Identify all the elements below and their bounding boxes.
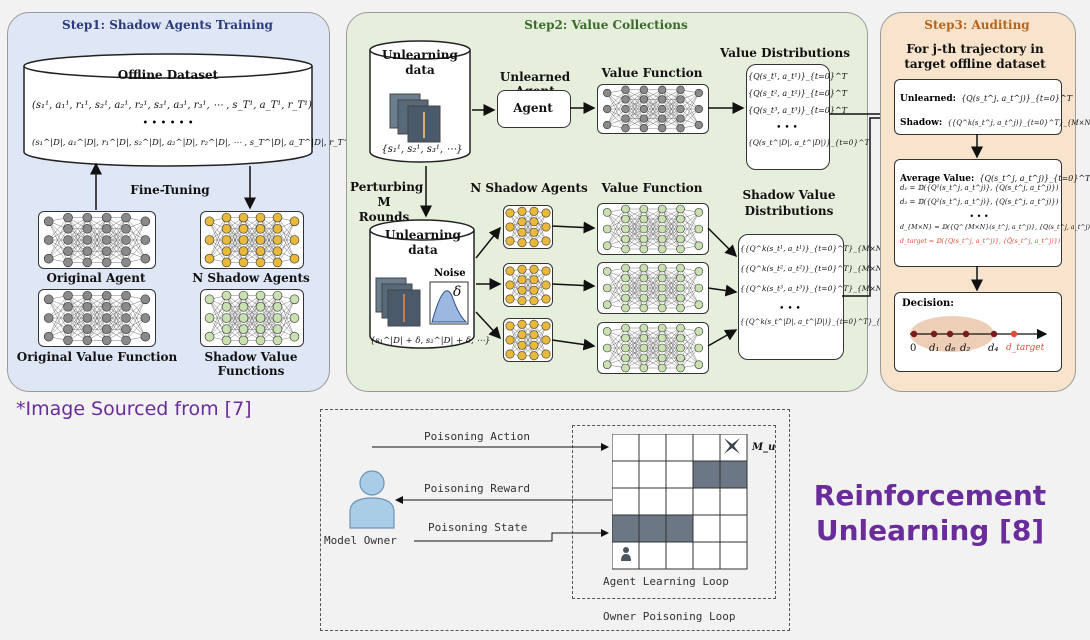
axis-label-0: 0 bbox=[910, 343, 917, 354]
agent-learning-loop-box bbox=[572, 425, 776, 599]
title-line-1: Reinforcement bbox=[813, 479, 1047, 512]
title-line-2: Unlearning [8] bbox=[815, 514, 1045, 547]
offline-dataset-cylinder bbox=[23, 53, 313, 167]
unlearning-data-label-bottom: Unlearning data bbox=[385, 228, 461, 257]
agent-icon bbox=[621, 547, 631, 561]
value-function-label-top: Value Function bbox=[601, 66, 703, 80]
dataset-row-1: (s₁¹, a₁¹, r₁¹, s₂¹, a₂¹, r₂¹, s₃¹, a₃¹,… bbox=[32, 100, 312, 111]
shadow-agents-label: N Shadow Agents bbox=[192, 271, 310, 285]
model-owner-icon bbox=[349, 470, 395, 529]
distance-dots: • • • bbox=[969, 212, 989, 221]
agent-learning-loop-label: Agent Learning Loop bbox=[603, 575, 729, 588]
svd-item: {{Q^k(s_t³, a_t³)}_{t=0}^T}_{M×N} bbox=[740, 284, 888, 293]
unlearned-expr: {Q(s_t^j, a_t^j)}_{t=0}^T bbox=[961, 94, 1073, 103]
average-expr: {Q(s_t^j, a_t^j)}_{t=0}^T bbox=[979, 174, 1090, 183]
average-label: Average Value: bbox=[900, 174, 975, 184]
vd-item: {Q(s_t³, a_t³)}_{t=0}^T bbox=[748, 106, 848, 115]
dataset-dots: • • • • • • bbox=[142, 118, 194, 129]
svd-item: {{Q^k(s_t¹, a_t¹)}_{t=0}^T}_{M×N} bbox=[740, 244, 888, 253]
vd-item: {Q(s_t¹, a_t¹)}_{t=0}^T bbox=[748, 72, 848, 81]
axis-label-d2: d₂ bbox=[960, 343, 971, 354]
reinforcement-unlearning-title: Reinforcement Unlearning [8] bbox=[800, 478, 1060, 548]
image-source-caption: *Image Sourced from [7] bbox=[16, 398, 252, 420]
unlearned-label: Unlearned: bbox=[900, 94, 956, 104]
step3-shadow-row: Shadow: {{Q^k(s_t^j, a_t^j)}_{t=0}^T}_{M… bbox=[900, 110, 1090, 129]
svd-item: {{Q^k(s_t^|D|, a_t^|D|)}_{t=0}^T}_{M×N} bbox=[740, 318, 904, 326]
shadow-value-function-network bbox=[597, 203, 709, 255]
step3-subtitle: For j-th trajectory in target offline da… bbox=[904, 42, 1046, 71]
poisoning-action-label: Poisoning Action bbox=[424, 430, 530, 443]
distance-line: d₂ = 𝔻({Q²(s_t^j, a_t^j)}, {Q(s_t^j, a_t… bbox=[900, 198, 1059, 206]
axis-label-d6: d₆ bbox=[945, 343, 956, 354]
step1-arrows bbox=[90, 162, 256, 210]
owner-poisoning-loop-label: Owner Poisoning Loop bbox=[603, 610, 736, 623]
axis-label-d1: d₁ bbox=[929, 343, 940, 354]
decision-axis bbox=[910, 316, 1048, 352]
decision-label: Decision: bbox=[902, 298, 954, 309]
step3-arrows bbox=[971, 134, 983, 292]
distance-line: d₁ = 𝔻({Q¹(s_t^j, a_t^j)}, {Q(s_t^j, a_t… bbox=[900, 184, 1059, 192]
shadow-agents-network bbox=[200, 211, 304, 269]
value-function-network-top bbox=[597, 84, 709, 134]
original-value-function-network bbox=[38, 289, 156, 347]
value-distributions-box bbox=[746, 64, 830, 170]
shadow-agent-network bbox=[503, 263, 553, 307]
vd-item: {Q(s_t^|D|, a_t^|D|)}_{t=0}^T bbox=[748, 138, 870, 147]
unlearning-data-label-top: Unlearning data bbox=[382, 48, 458, 77]
svd-dots: • • • bbox=[779, 304, 801, 314]
agent-box-label: Agent bbox=[513, 101, 553, 115]
vd-dots: • • • bbox=[776, 123, 798, 133]
step3-distances-box bbox=[894, 159, 1062, 267]
step2-title: Step2: Value Collections bbox=[524, 18, 688, 32]
unlearning-data-cylinder-bottom bbox=[369, 219, 475, 349]
original-agent-label: Original Agent bbox=[46, 271, 146, 285]
noise-label: Noise bbox=[434, 268, 466, 279]
shadow-value-distributions-box bbox=[738, 234, 844, 360]
perturbed-states: {s₁^|D| + δ, s₂^|D| + δ, ⋯} bbox=[370, 336, 491, 346]
shadow-agents-label-step2: N Shadow Agents bbox=[470, 181, 588, 195]
fine-tuning-label: Fine-Tuning bbox=[130, 183, 210, 197]
step3-inputs-box bbox=[894, 79, 1062, 135]
poisoning-state-label: Poisoning State bbox=[428, 521, 528, 534]
svd-item: {{Q^k(s_t², a_t²)}_{t=0}^T}_{M×N} bbox=[740, 264, 888, 273]
step3-unlearned-row: Unlearned: {Q(s_t^j, a_t^j)}_{t=0}^T bbox=[900, 86, 1072, 105]
shadow-value-functions-label: Shadow Value Functions bbox=[204, 350, 298, 378]
shadow-expr: {{Q^k(s_t^j, a_t^j)}_{t=0}^T}_{M×N} bbox=[947, 119, 1090, 127]
distance-line: d_{M×N} = 𝔻({Q^{M×N}(s_t^j, a_t^j)}, {Q(… bbox=[900, 224, 1090, 231]
target-icon bbox=[724, 438, 740, 454]
original-agent-network bbox=[38, 211, 156, 269]
value-distributions-label: Value Distributions bbox=[720, 46, 850, 60]
shadow-value-function-network bbox=[597, 262, 709, 314]
dataset-row-2: (s₁^|D|, a₁^|D|, r₁^|D|, s₂^|D|, a₂^|D|,… bbox=[32, 138, 367, 148]
mu-label: M_u bbox=[752, 442, 776, 453]
delta-label: δ bbox=[453, 284, 462, 300]
unlearning-states: {s₁¹, s₂¹, s₃¹, ⋯} bbox=[381, 144, 463, 155]
shadow-agent-network bbox=[503, 318, 553, 362]
step3-average-row: Average Value: {Q(s_t^j, a_t^j)}_{t=0}^T bbox=[900, 166, 1090, 185]
shadow-agent-network bbox=[503, 205, 553, 249]
agent-box bbox=[497, 90, 571, 128]
offline-dataset-title: Offline Dataset bbox=[117, 68, 219, 82]
original-value-function-label: Original Value Function bbox=[16, 350, 178, 364]
shadow-value-functions-network bbox=[200, 289, 304, 347]
shadow-value-distributions-list: {{Q^k(s_t¹, a_t¹)}_{t=0}^T}_{M×N} {{Q^k(… bbox=[740, 244, 904, 338]
axis-label-d4: d₄ bbox=[988, 343, 999, 354]
unlearning-data-cylinder-top bbox=[369, 40, 471, 163]
owner-poisoning-loop-box bbox=[320, 409, 790, 631]
shadow-value-distributions-label: Shadow Value Distributions bbox=[742, 188, 836, 218]
shadow-label: Shadow: bbox=[900, 118, 943, 128]
step1-title: Step1: Shadow Agents Training bbox=[62, 18, 273, 32]
vd-item: {Q(s_t², a_t²)}_{t=0}^T bbox=[748, 89, 848, 98]
shadow-value-function-network bbox=[597, 322, 709, 374]
value-distributions-list: {Q(s_t¹, a_t¹)}_{t=0}^T {Q(s_t², a_t²)}_… bbox=[748, 72, 870, 155]
value-function-label-bottom: Value Function bbox=[601, 181, 703, 195]
distance-target-line: d_target = 𝔻({Q(s_t^j, a_t^j)}, {Q̄(s_t^… bbox=[900, 238, 1061, 245]
grid-world bbox=[612, 434, 748, 570]
model-owner-label: Model Owner bbox=[324, 534, 397, 547]
step3-title: Step3: Auditing bbox=[924, 18, 1030, 32]
axis-label-dtarget: d_target bbox=[1006, 343, 1045, 353]
step3-distance-list: d₁ = 𝔻({Q¹(s_t^j, a_t^j)}, {Q(s_t^j, a_t… bbox=[900, 184, 1090, 252]
poisoning-reward-label: Poisoning Reward bbox=[424, 482, 530, 495]
